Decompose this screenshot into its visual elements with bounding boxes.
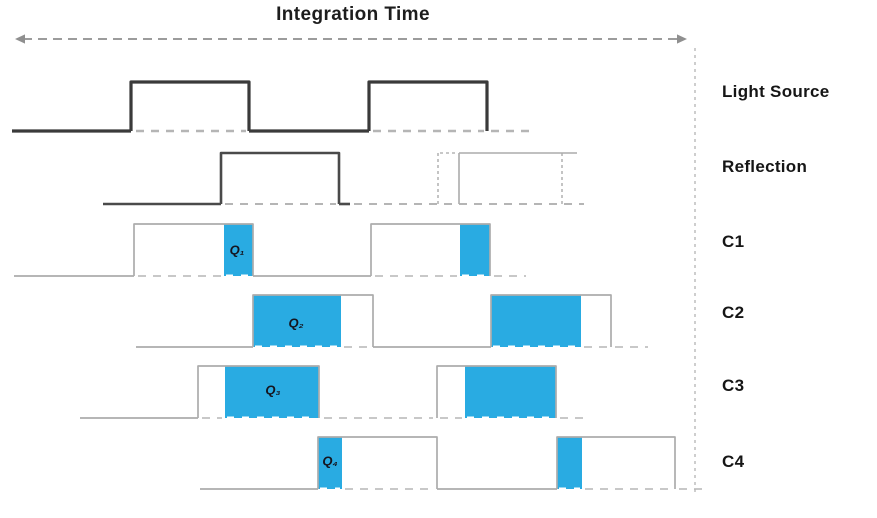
charge-region-c1 [224,224,253,276]
charge-region-c2 [253,295,341,347]
row-label-light-source: Light Source [722,82,830,101]
row-label-c3: C3 [722,376,745,395]
charge-label-q4: Q₄ [322,453,338,469]
charge-region-c2 [491,295,581,347]
charge-label-q1: Q₁ [229,242,245,258]
charge-region-c1 [460,224,490,276]
row-label-c1: C1 [722,232,745,251]
waveform-c4 [200,436,709,491]
row-label-c4: C4 [722,452,745,471]
waveform-light-source [12,80,529,133]
charge-region-c4 [318,437,342,489]
charge-label-q2: Q₂ [288,315,304,331]
row-label-reflection: Reflection [722,157,808,176]
waveform-c2 [136,294,648,349]
arrowhead-left-icon [15,34,25,44]
charge-region-c3 [225,366,319,418]
ghost-pulse-reflection [437,152,577,204]
waveform-reflection [103,151,584,206]
arrowhead-right-icon [677,34,687,44]
waveform-c3 [80,365,590,420]
row-label-c2: C2 [722,303,745,322]
charge-region-c3 [465,366,556,418]
charge-region-c4 [557,437,582,489]
diagram-title: Integration Time [276,4,430,25]
charge-label-q3: Q₃ [265,382,281,398]
waveform-c1 [14,223,526,278]
integration-time-arrow [15,34,687,44]
